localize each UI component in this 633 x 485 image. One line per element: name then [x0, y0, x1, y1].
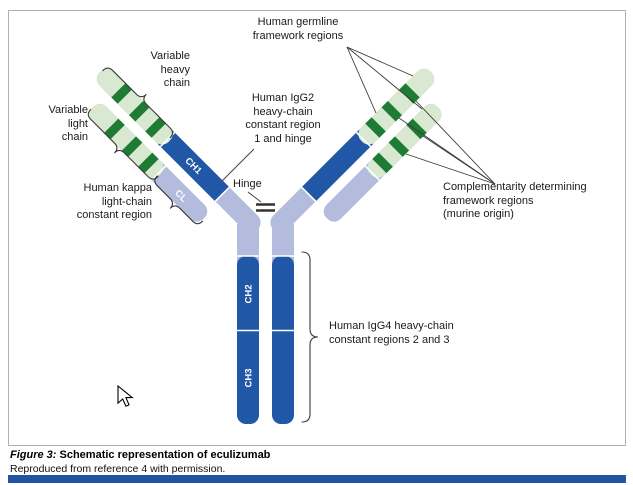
label-germline-framework: Human germline framework regions: [252, 16, 344, 42]
brace-igg4-constant: [301, 251, 319, 423]
cdr-stripe: [145, 117, 166, 138]
cdr-stripe: [399, 83, 420, 104]
cdr-stripe: [111, 83, 132, 104]
hinge-pointer-line: [247, 191, 262, 203]
segment-divider: [301, 186, 317, 202]
mouse-cursor-icon: [117, 384, 134, 407]
stem-constant-right: [272, 256, 294, 424]
hinge-bonds: [256, 203, 275, 212]
germline-pointer-lines: [346, 46, 423, 114]
cdr-stripe: [381, 100, 403, 122]
label-kappa-constant: Human kappa light-chain constant region: [76, 182, 152, 221]
cdr-pointer-lines: [398, 100, 496, 185]
brace-variable-light: [87, 108, 159, 180]
label-hinge: Hinge: [233, 178, 262, 190]
segment-divider: [355, 131, 372, 148]
right-fab-arm: [270, 68, 442, 233]
left-fab-arm: CH1 CL: [89, 68, 261, 233]
right-ch1-segment: [301, 129, 374, 202]
right-variable-light-segment: [367, 103, 442, 178]
cdr-stripe: [365, 117, 386, 138]
brace-variable-heavy: [102, 67, 174, 139]
igg2-pointer-line: [221, 148, 255, 182]
cdr-stripe: [138, 152, 159, 174]
label-cdr-murine: Complementarity determining framework re…: [443, 181, 587, 220]
figure-source: Reproduced from reference 4 with permiss…: [10, 463, 226, 475]
label-variable-heavy: Variable heavy chain: [150, 50, 190, 89]
figure-caption: Figure 3: Schematic representation of ec…: [10, 449, 270, 461]
footer-rule-bar: [8, 475, 626, 483]
cdr-stripe: [388, 136, 410, 157]
stem-constant-left: [237, 256, 259, 424]
cdr-stripe: [372, 152, 393, 174]
figure-title: Schematic representation of eculizumab: [56, 449, 271, 461]
figure-number: Figure 3:: [10, 449, 57, 461]
ch2-label: CH2: [244, 284, 255, 303]
label-variable-light: Variable light chain: [48, 104, 88, 143]
cdr-stripe: [128, 100, 150, 122]
label-igg2-constant: Human IgG2 heavy-chain constant region 1…: [245, 92, 321, 145]
label-igg4-constant: Human IgG4 heavy-chain constant regions …: [329, 320, 454, 346]
ch3-label: CH3: [244, 368, 255, 387]
fc-stem: CH2 CH3: [237, 224, 294, 424]
segment-divider: [364, 165, 380, 181]
left-variable-light-segment: [89, 103, 164, 178]
segment-divider: [214, 186, 230, 202]
cdr-stripe: [121, 136, 143, 157]
segment-divider: [151, 165, 167, 181]
brace-kappa-constant: [154, 175, 204, 225]
cdr-stripe: [104, 118, 125, 140]
left-ch1-segment: [157, 129, 230, 202]
